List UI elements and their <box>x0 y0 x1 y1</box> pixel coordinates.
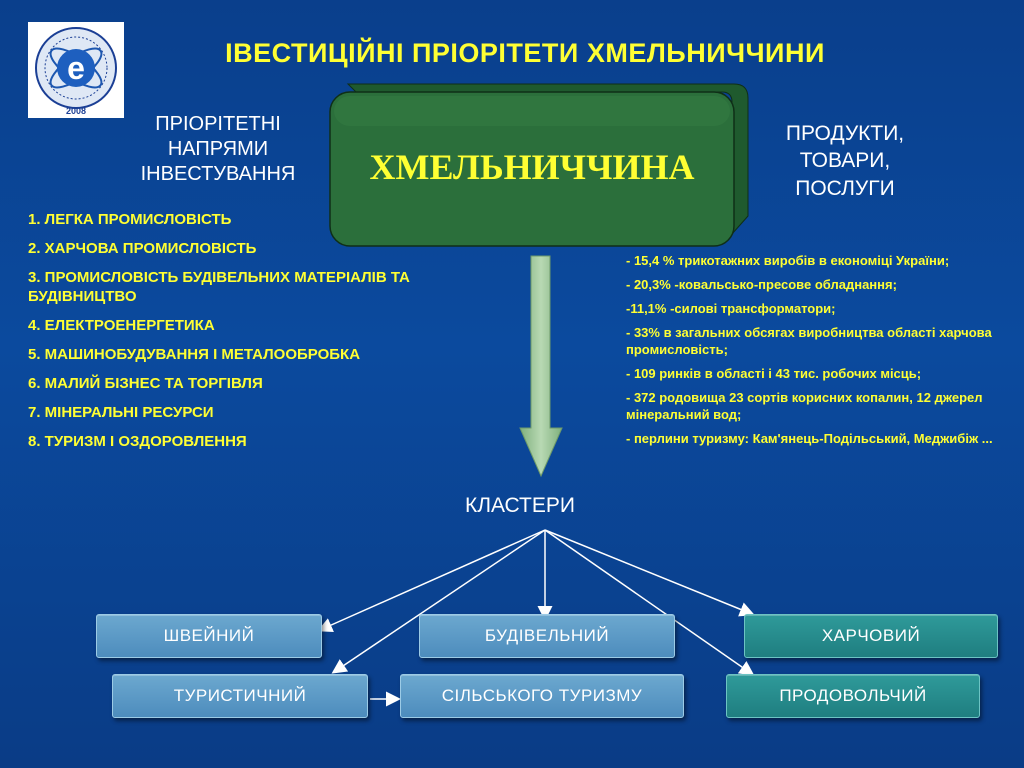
list-item: -11,1% -силові трансформатори; <box>626 301 836 316</box>
products-list: - 15,4 % трикотажних виробів в економіці… <box>626 252 1024 454</box>
cluster-shveinyi: ШВЕЙНИЙ <box>96 614 322 658</box>
list-item: - 372 родовища 23 сортів корисних копали… <box>626 390 983 422</box>
list-item: - перлини туризму: Кам'янець-Подільський… <box>626 431 993 446</box>
list-item: 4. ЕЛЕКТРОЕНЕРГЕТИКА <box>28 317 215 334</box>
emblem-year: 2008 <box>66 106 86 116</box>
list-item: - 109 ринків в області і 43 тис. робочих… <box>626 366 922 381</box>
list-item: 5. МАШИНОБУДУВАННЯ І МЕТАЛООБРОБКА <box>28 346 361 363</box>
list-item: 3. ПРОМИСЛОВІСТЬ БУДІВЕЛЬНИХ МАТЕРІАЛІВ … <box>28 269 410 305</box>
emblem-letter: e <box>67 50 85 86</box>
cluster-kharchovyi: ХАРЧОВИЙ <box>744 614 998 658</box>
arrow-to-kharchovyi <box>544 529 755 617</box>
heading-line: ІНВЕСТУВАННЯ <box>140 163 296 185</box>
page-title: ІВЕСТИЦІЙНІ ПРІОРІТЕТИ ХМЕЛЬНИЧЧИНИ <box>225 38 825 68</box>
heading-line: ПОСЛУГИ <box>795 176 895 200</box>
conference-emblem-icon: e 2008 <box>28 22 124 118</box>
list-item: 1. ЛЕГКА ПРОМИСЛОВІСТЬ <box>28 211 232 228</box>
center-region-block <box>329 83 749 247</box>
priority-directions-list: 1. ЛЕГКА ПРОМИСЛОВІСТЬ 2. ХАРЧОВА ПРОМИС… <box>28 210 498 461</box>
list-item: 6. МАЛИЙ БІЗНЕС ТА ТОРГІВЛЯ <box>28 375 263 392</box>
emblem-graphic: e 2008 <box>35 27 117 116</box>
list-item: - 15,4 % трикотажних виробів в економіці… <box>626 253 950 268</box>
heading-line: ПРОДУКТИ, <box>785 122 905 145</box>
down-arrow-icon <box>519 255 563 478</box>
list-item: 7. МІНЕРАЛЬНІ РЕСУРСИ <box>28 404 214 421</box>
list-item: - 33% в загальних обсягах виробництва об… <box>626 325 992 357</box>
cluster-silskoho-turyzmu: СІЛЬСЬКОГО ТУРИЗМУ <box>400 674 684 718</box>
list-item: 2. ХАРЧОВА ПРОМИСЛОВІСТЬ <box>28 240 257 257</box>
clusters-label: КЛАСТЕРИ <box>465 494 575 517</box>
products-heading: ПРОДУКТИ, ТОВАРИ, ПОСЛУГИ <box>750 120 940 202</box>
list-item: 8. ТУРИЗМ І ОЗДОРОВЛЕННЯ <box>28 433 247 450</box>
cluster-prodovolchyi: ПРОДОВОЛЬЧИЙ <box>726 674 980 718</box>
cluster-budivelnyi: БУДІВЕЛЬНИЙ <box>419 614 675 658</box>
heading-line: ПРІОРІТЕТНІ <box>155 113 281 135</box>
heading-line: НАПРЯМИ <box>167 138 269 160</box>
list-item: - 20,3% -ковальсько-пресове обладнання; <box>626 277 897 292</box>
heading-line: ТОВАРИ, <box>799 149 891 173</box>
center-region-label: ХМЕЛЬНИЧЧИНА <box>369 147 695 187</box>
cluster-turystychnyi: ТУРИСТИЧНИЙ <box>112 674 368 718</box>
priority-directions-heading: ПРІОРІТЕТНІ НАПРЯМИ ІНВЕСТУВАННЯ <box>108 112 328 187</box>
